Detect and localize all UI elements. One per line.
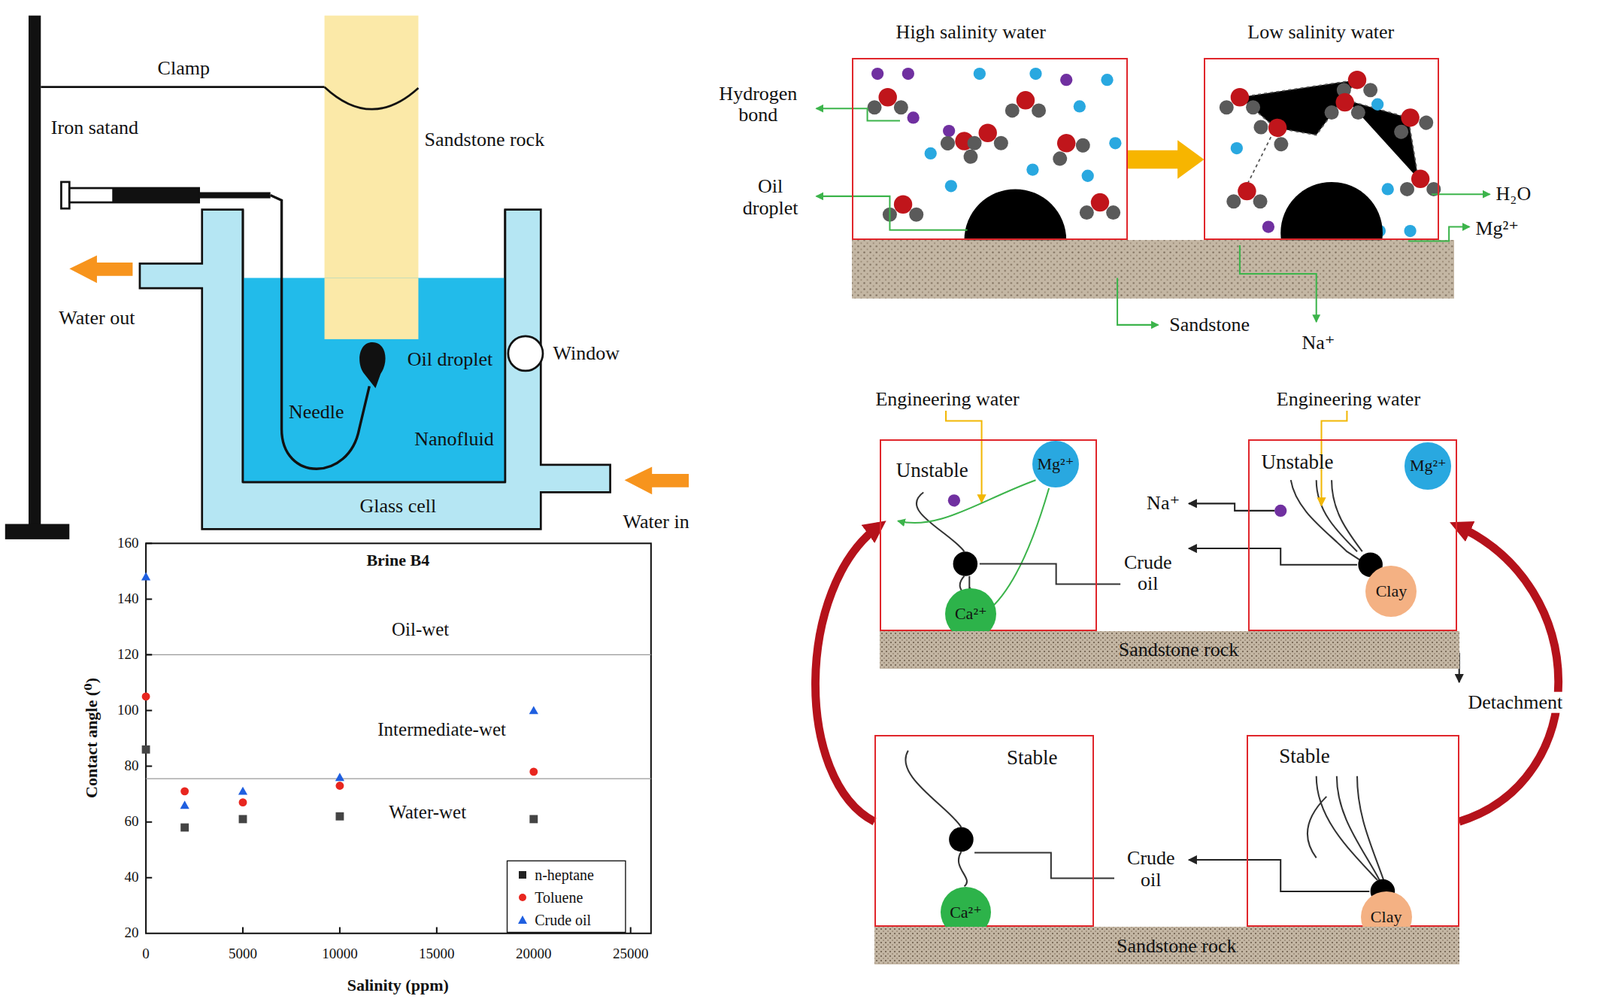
tick-label: 20: [124, 924, 140, 941]
tick-label: 60: [124, 813, 140, 830]
contact-angle-chart: [145, 542, 652, 933]
callout-label: Clamp: [157, 57, 210, 80]
callout-label: Water in: [623, 510, 690, 533]
chart-label: Brine B4: [366, 551, 430, 570]
tick-label: 80: [124, 757, 140, 774]
callout-label: Needle: [288, 401, 345, 424]
sandstone-band: Sandstone rock: [874, 926, 1460, 964]
panel-box: High salinity water: [851, 57, 1128, 240]
node-text: Clay: [1375, 581, 1408, 600]
callout-label: Na⁺: [1146, 492, 1180, 515]
tick-label: 25000: [612, 945, 649, 961]
callout-label: Oil droplet: [729, 176, 812, 220]
data-points: [141, 572, 539, 832]
panel-box: StableClay: [1246, 734, 1459, 927]
callout-label: Sandstone: [1169, 313, 1250, 336]
node-text: Stable: [1006, 746, 1058, 770]
callout-label: Crude oil: [1119, 848, 1183, 891]
callout-label: Iron satand: [51, 116, 139, 139]
node-text: Sandstone rock: [1116, 935, 1237, 958]
node-text: Low salinity water: [1247, 21, 1394, 43]
tick-label: 20000: [515, 945, 552, 961]
node-text: Clay: [1370, 907, 1403, 926]
node-text: Ca²⁺: [954, 604, 988, 623]
panel-box: Low salinity water: [1203, 57, 1439, 240]
chart-label: Salinity (ppm): [347, 975, 449, 994]
sandstone-band: Sandstone rock: [879, 630, 1460, 669]
tick-label: 160: [117, 535, 140, 552]
callout-label: Na⁺: [1301, 332, 1335, 355]
node-text: Ca²⁺: [949, 902, 982, 921]
chart-label: Water-wet: [388, 802, 467, 824]
flow-arrow: [1127, 139, 1205, 179]
node-text: Engineering water: [875, 388, 1019, 411]
callout-label: Crude oil: [1116, 551, 1180, 595]
callout-label: H₂O: [1496, 183, 1532, 206]
legend-text: n-heptane: [534, 866, 594, 883]
legend-marker: [516, 913, 529, 926]
tick-label: 5000: [228, 945, 258, 961]
node-text: Unstable: [1261, 451, 1334, 475]
callout-label: Mg²⁺: [1475, 218, 1519, 240]
callout-label: Hydrogen bond: [709, 83, 807, 127]
apparatus: [5, 15, 689, 540]
callout-label: Water out: [58, 307, 135, 330]
legend-text: Toluene: [534, 888, 583, 906]
callout-label: Window: [553, 342, 621, 364]
tick-label: 10000: [321, 945, 358, 961]
callout-label: Nanofluid: [414, 427, 494, 450]
tick-label: 140: [117, 590, 140, 607]
tick-label: 40: [124, 869, 140, 885]
chart-label: Contact angle (⁰): [82, 677, 101, 798]
ion-circle: Clay: [1365, 565, 1417, 617]
callout-label: Glass cell: [359, 495, 437, 518]
panel-box: Engineering waterUnstableMg²⁺Ca²⁺: [879, 439, 1097, 631]
node-text: High salinity water: [896, 21, 1046, 43]
tick-label: 100: [117, 702, 140, 719]
tick-label: 15000: [418, 945, 455, 961]
node-text: Unstable: [896, 459, 969, 482]
flow-arrow: [1457, 525, 1559, 822]
node-text: Engineering water: [1276, 388, 1421, 411]
node-text: Sandstone rock: [1118, 639, 1240, 661]
flow-arrow: [815, 525, 879, 822]
legend-marker: [516, 868, 529, 881]
tick-label: 120: [117, 646, 140, 663]
ion-circle: Mg²⁺: [1032, 440, 1079, 488]
callout-label: Detachment: [1466, 690, 1566, 713]
node-text: Mg²⁺: [1409, 456, 1447, 475]
callout-label: Oil droplet: [407, 348, 493, 370]
legend-text: Crude oil: [534, 911, 591, 928]
salinity-illustration: [816, 67, 1491, 325]
tick-label: 0: [142, 945, 150, 961]
chart-label: Intermediate-wet: [377, 719, 507, 741]
panel-box: StableCa²⁺: [874, 734, 1094, 927]
callout-label: Sandstone rock: [424, 129, 546, 152]
chart-label: Oil-wet: [391, 619, 449, 641]
node-text: Stable: [1278, 745, 1331, 768]
ion-circle: Mg²⁺: [1404, 442, 1452, 489]
panel-box: Engineering waterUnstableMg²⁺Clay: [1248, 439, 1458, 631]
node-text: Mg²⁺: [1037, 454, 1075, 473]
legend-marker: [516, 890, 529, 904]
